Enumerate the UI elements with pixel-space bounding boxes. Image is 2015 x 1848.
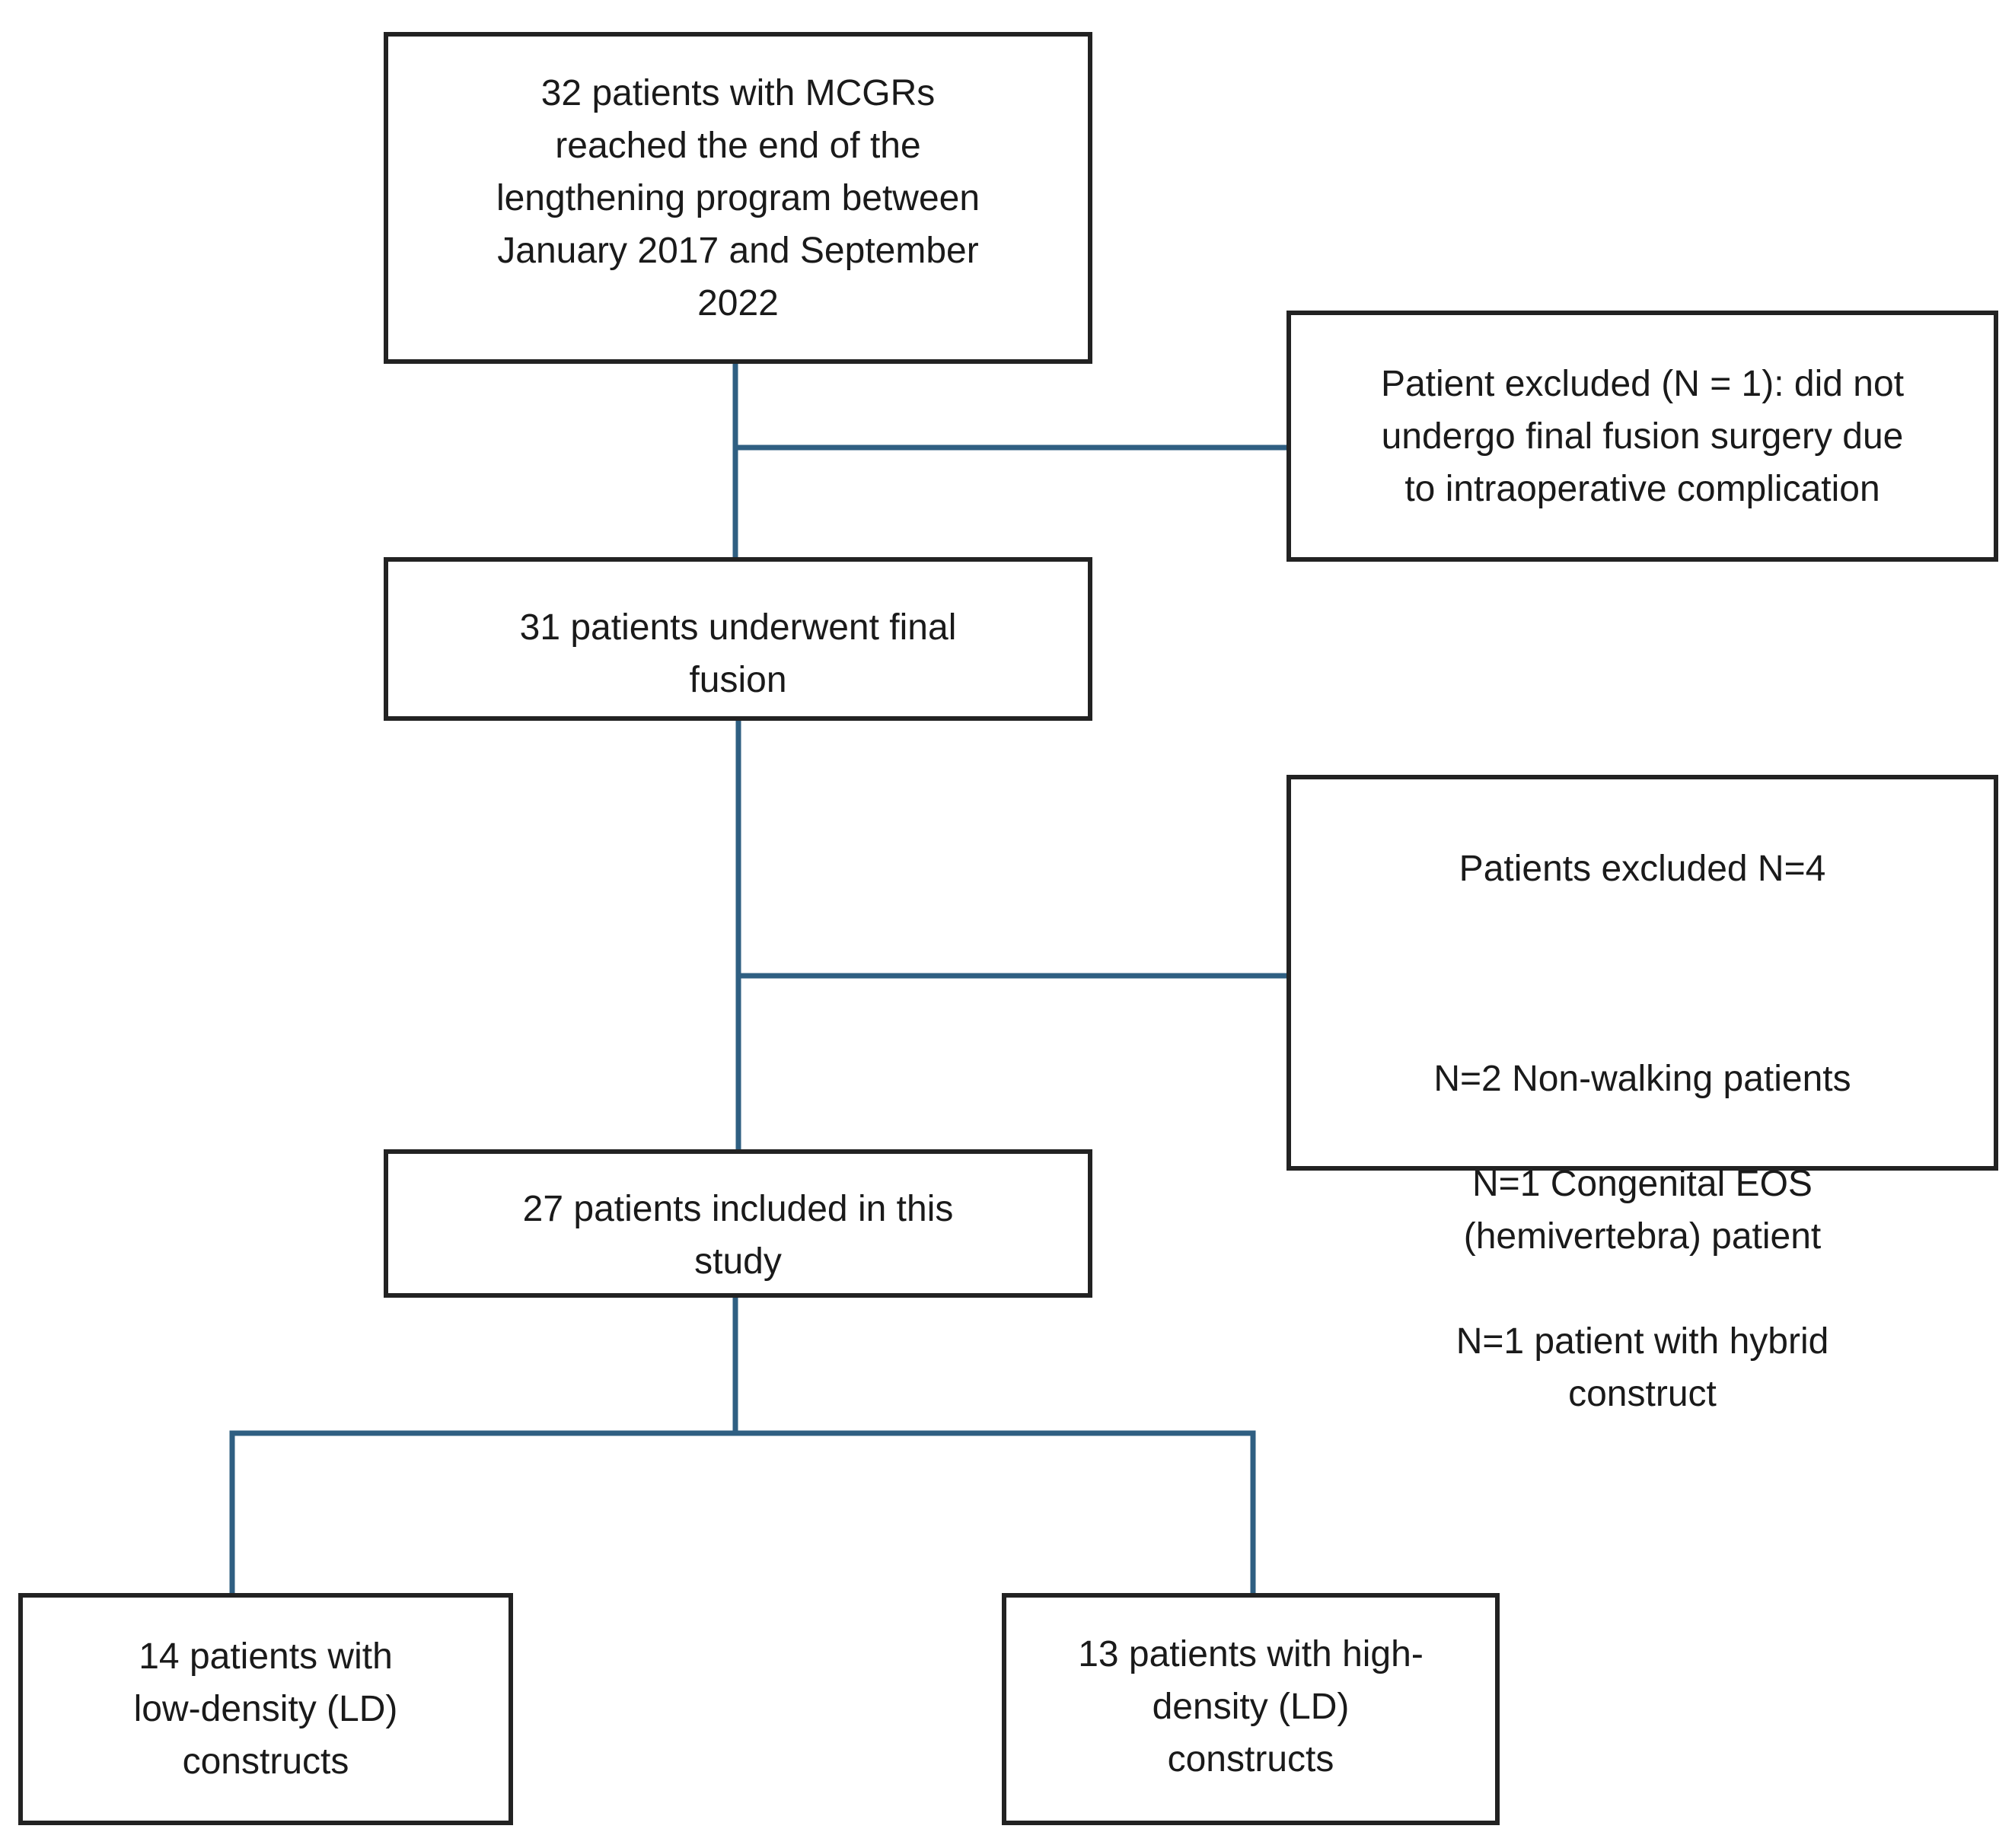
start-box-text: 32 patients with MCGRs reached the end o… [496, 72, 980, 323]
final-fusion-text: 31 patients underwent final fusion [519, 607, 957, 700]
low-density-text: 14 patients with low-density (LD) constr… [133, 1636, 398, 1782]
included-text: 27 patients included in this study [522, 1189, 954, 1282]
included-box: 27 patients included in this study [384, 1149, 1092, 1298]
exclusion-2-content: Patients excluded N=4 N=2 Non-walking pa… [1433, 790, 1851, 1473]
exclusion-box-1: Patient excluded (N = 1): did not underg… [1286, 311, 1998, 562]
high-density-box: 13 patients with high- density (LD) cons… [1002, 1593, 1500, 1825]
exclusion-2-reason: N=1 patient with hybrid construct [1455, 1321, 1829, 1414]
high-density-text: 13 patients with high- density (LD) cons… [1078, 1634, 1424, 1779]
exclusion-2-reason: N=2 Non-walking patients [1433, 1059, 1851, 1099]
exclusion-2-title: Patients excluded N=4 [1459, 849, 1826, 889]
final-fusion-box: 31 patients underwent final fusion [384, 557, 1092, 721]
exclusion-box-2: Patients excluded N=4 N=2 Non-walking pa… [1286, 775, 1998, 1414]
start-box: 32 patients with MCGRs reached the end o… [384, 32, 1092, 364]
low-density-box: 14 patients with low-density (LD) constr… [18, 1593, 513, 1825]
exclusion-2-reason: N=1 Congenital EOS (hemivertebra) patien… [1463, 1164, 1822, 1257]
exclusion-1-text: Patient excluded (N = 1): did not underg… [1380, 363, 1905, 509]
